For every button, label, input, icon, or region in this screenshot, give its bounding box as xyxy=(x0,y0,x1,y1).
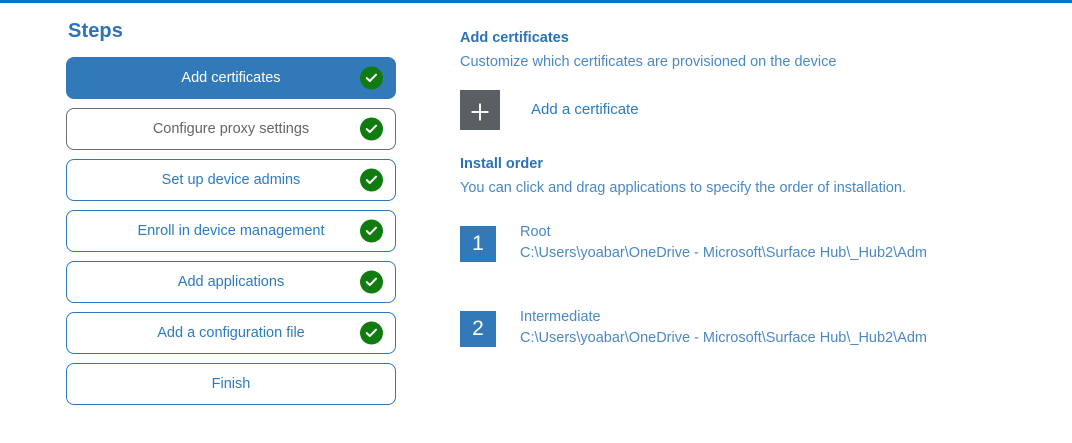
install-order-heading: Install order xyxy=(460,155,543,172)
check-circle-icon xyxy=(360,321,383,345)
order-item-name: Intermediate xyxy=(520,308,601,325)
order-item-path: C:\Users\yoabar\OneDrive - Microsoft\Sur… xyxy=(520,329,927,346)
plus-icon[interactable] xyxy=(460,89,500,130)
steps-title: Steps xyxy=(68,20,123,42)
step-label: Add certificates xyxy=(181,69,281,86)
order-item-path: C:\Users\yoabar\OneDrive - Microsoft\Sur… xyxy=(520,244,927,261)
check-circle-icon xyxy=(360,117,383,141)
steps-list: Add certificates Configure proxy setting… xyxy=(66,57,396,405)
add-certificates-heading: Add certificates xyxy=(460,30,569,46)
step-label: Configure proxy settings xyxy=(152,120,310,137)
top-accent-rule xyxy=(0,0,1072,3)
add-certificates-subtitle: Customize which certificates are provisi… xyxy=(460,54,837,71)
order-item-text: Root C:\Users\yoabar\OneDrive - Microsof… xyxy=(520,222,927,264)
install-order-item[interactable]: 1 Root C:\Users\yoabar\OneDrive - Micros… xyxy=(460,224,1072,264)
order-number-badge: 2 xyxy=(460,310,496,347)
add-a-certificate-label: Add a certificate xyxy=(531,101,639,119)
step-item-enroll-in-device-management[interactable]: Enroll in device management xyxy=(66,210,396,252)
install-order-item[interactable]: 2 Intermediate C:\Users\yoabar\OneDrive … xyxy=(460,309,1072,349)
check-circle-icon xyxy=(360,168,383,192)
step-item-set-up-device-admins[interactable]: Set up device admins xyxy=(66,159,396,201)
step-label: Add a configuration file xyxy=(157,324,305,341)
order-item-text: Intermediate C:\Users\yoabar\OneDrive - … xyxy=(520,307,927,349)
step-label: Add applications xyxy=(177,273,285,290)
step-label: Finish xyxy=(211,375,251,392)
order-item-name: Root xyxy=(520,223,551,240)
step-item-configure-proxy-settings[interactable]: Configure proxy settings xyxy=(66,108,396,150)
add-a-certificate-button[interactable]: Add a certificate xyxy=(460,89,639,130)
step-item-add-a-configuration-file[interactable]: Add a configuration file xyxy=(66,312,396,354)
install-order-subtitle: You can click and drag applications to s… xyxy=(460,180,907,197)
step-label: Set up device admins xyxy=(161,171,301,188)
steps-pane: Steps Add certificates Configure proxy s… xyxy=(0,3,460,405)
step-label: Enroll in device management xyxy=(137,222,325,239)
order-number-badge: 1 xyxy=(460,225,496,262)
check-circle-icon xyxy=(360,270,383,294)
detail-pane: Add certificates Customize which certifi… xyxy=(460,3,1072,396)
step-item-add-certificates[interactable]: Add certificates xyxy=(66,57,396,99)
install-order-list: 1 Root C:\Users\yoabar\OneDrive - Micros… xyxy=(460,224,1072,349)
step-item-add-applications[interactable]: Add applications xyxy=(66,261,396,303)
step-item-finish[interactable]: Finish xyxy=(66,363,396,405)
check-circle-icon xyxy=(360,219,383,243)
check-circle-icon xyxy=(360,66,383,90)
wizard-page: Steps Add certificates Configure proxy s… xyxy=(0,3,1072,443)
